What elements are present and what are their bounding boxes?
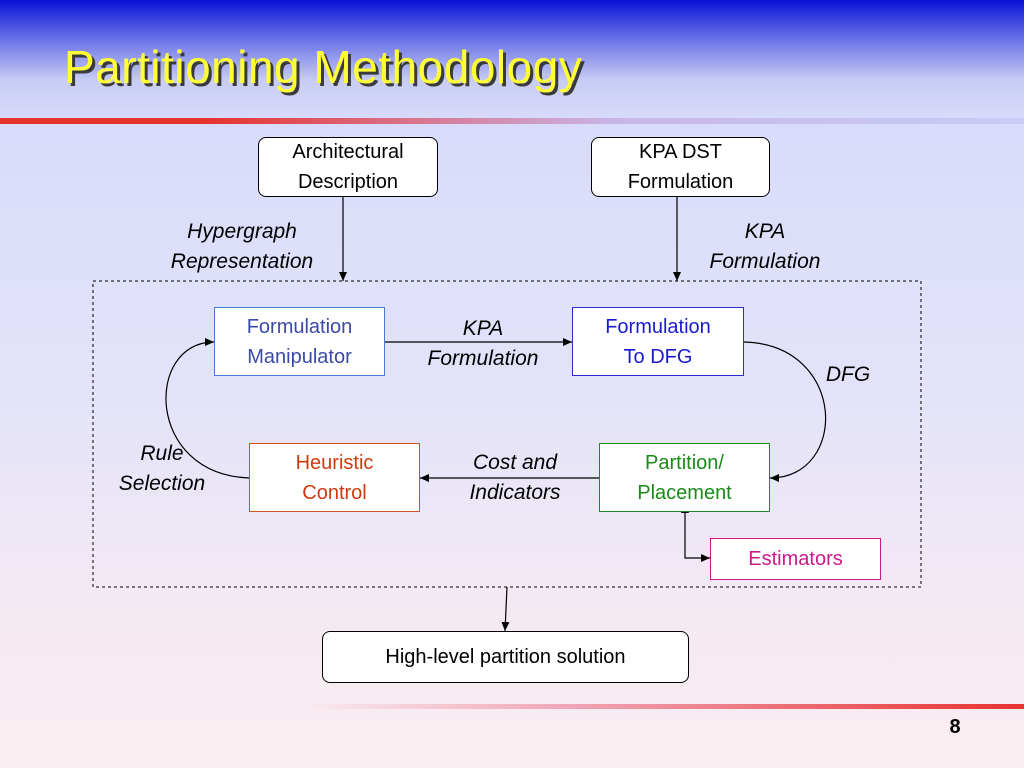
label-rule-selection: Rule Selection xyxy=(118,442,206,495)
slide-title: Partitioning Methodology xyxy=(64,41,583,93)
kpa-dst-formulation-node: KPA DST Formulation xyxy=(591,137,770,197)
architectural-description-node: Architectural Description xyxy=(258,137,438,197)
formulation-to-dfg-node: Formulation To DFG xyxy=(572,307,744,376)
page-number: 8 xyxy=(949,716,961,738)
label-kpa-formulation-top: KPA Formulation xyxy=(709,220,821,273)
arrow-dfg-to-partition xyxy=(743,341,827,482)
high-level-partition-solution-node: High-level partition solution xyxy=(322,631,689,683)
heuristic-control-node: Heuristic Control xyxy=(249,443,420,512)
title-underline xyxy=(0,118,1024,124)
partition-placement-node: Partition/ Placement xyxy=(599,443,770,512)
estimators-node: Estimators xyxy=(710,538,881,580)
arrow-boundary-to-solution xyxy=(501,586,510,632)
arrow-partition-estimators xyxy=(681,504,710,562)
arrow-heuristic-to-manipulator xyxy=(165,338,250,479)
label-cost-and-indicators: Cost and Indicators xyxy=(469,451,561,504)
label-hypergraph-representation: Hypergraph Representation xyxy=(170,220,314,273)
footer-rule xyxy=(300,704,1024,709)
label-dfg: DFG xyxy=(825,363,871,386)
label-kpa-formulation-mid: KPA Formulation xyxy=(427,317,539,370)
formulation-manipulator-node: Formulation Manipulator xyxy=(214,307,385,376)
